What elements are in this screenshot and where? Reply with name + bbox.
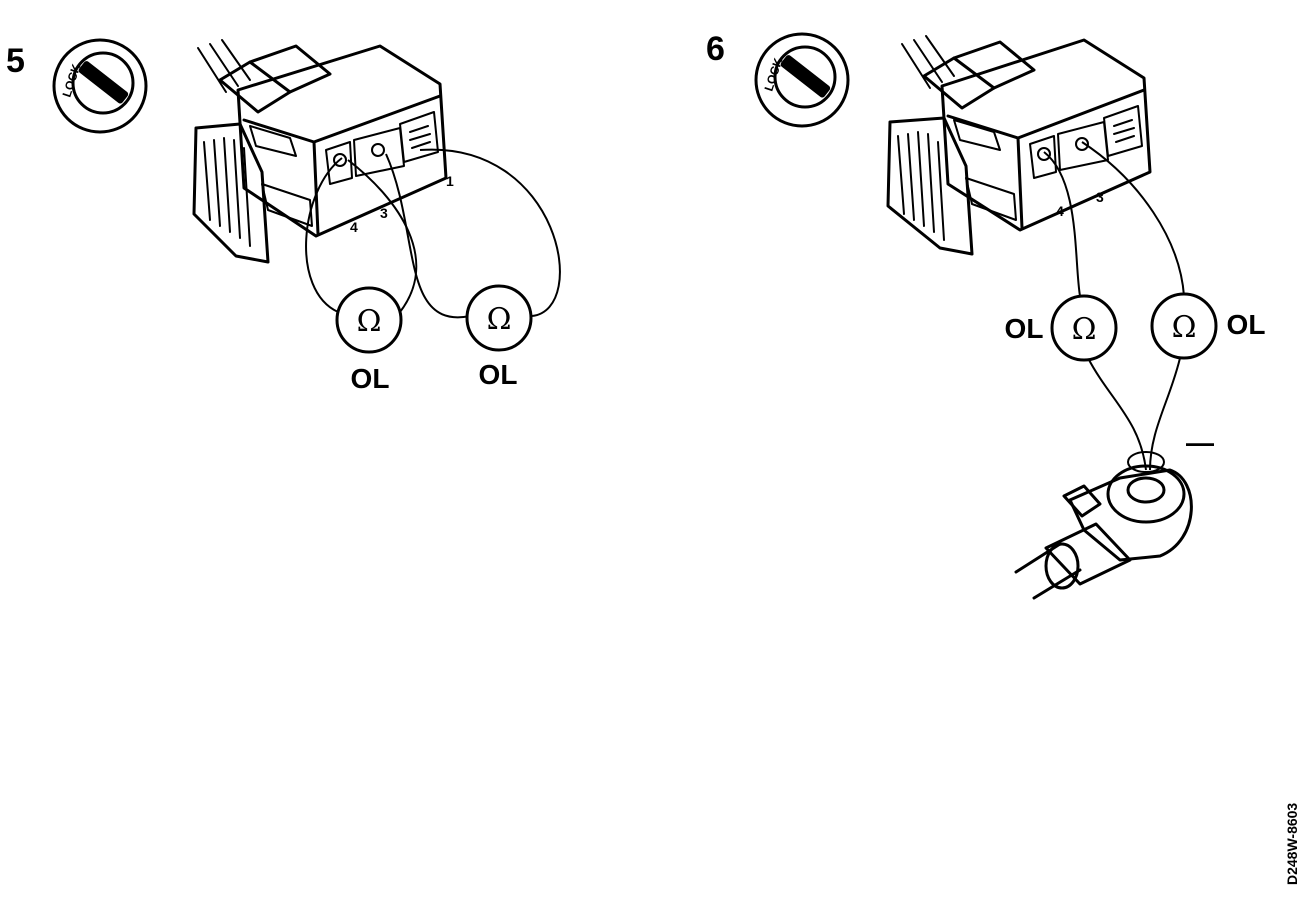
connector-illustration xyxy=(886,35,1152,256)
meter-reading: OL xyxy=(351,363,390,394)
connector-illustration xyxy=(192,39,448,264)
ohm-symbol: Ω xyxy=(1172,310,1197,345)
ignition-lock-icon: LOCK xyxy=(754,32,850,128)
panel-step-5: 5 LOCK xyxy=(6,38,561,394)
probe-leads xyxy=(1043,141,1185,471)
meter-reading: OL xyxy=(1005,313,1044,344)
lock-label: LOCK xyxy=(762,56,786,93)
ohm-symbol: Ω xyxy=(487,302,512,337)
ohmmeter-right: Ω xyxy=(465,284,533,352)
reference-code: D248W-8603 xyxy=(1284,803,1300,885)
ohm-symbol: Ω xyxy=(1072,312,1097,347)
pin-label-4: 4 xyxy=(1056,203,1064,219)
panel-step-6: 6 LOCK 4 3 xyxy=(706,30,1266,600)
ohm-symbol: Ω xyxy=(357,304,382,339)
ohmmeter-right: Ω xyxy=(1150,292,1218,360)
meter-reading: OL xyxy=(1227,309,1266,340)
lock-label: LOCK xyxy=(60,62,84,99)
pin-label-4: 4 xyxy=(350,219,358,235)
pin-label-1: 1 xyxy=(446,173,454,189)
pin-label-3: 3 xyxy=(380,205,388,221)
step-number-6: 6 xyxy=(706,30,725,68)
ground-terminal-illustration xyxy=(1014,451,1193,600)
ohmmeter-left: Ω xyxy=(335,286,403,354)
pin-label-3: 3 xyxy=(1096,189,1104,205)
negative-terminal-sign: — xyxy=(1186,427,1214,458)
probe-leads xyxy=(305,148,561,319)
ohmmeter-left: Ω xyxy=(1050,294,1118,362)
meter-reading: OL xyxy=(479,359,518,390)
ignition-lock-icon: LOCK xyxy=(52,38,148,134)
step-number-5: 5 xyxy=(6,42,25,80)
